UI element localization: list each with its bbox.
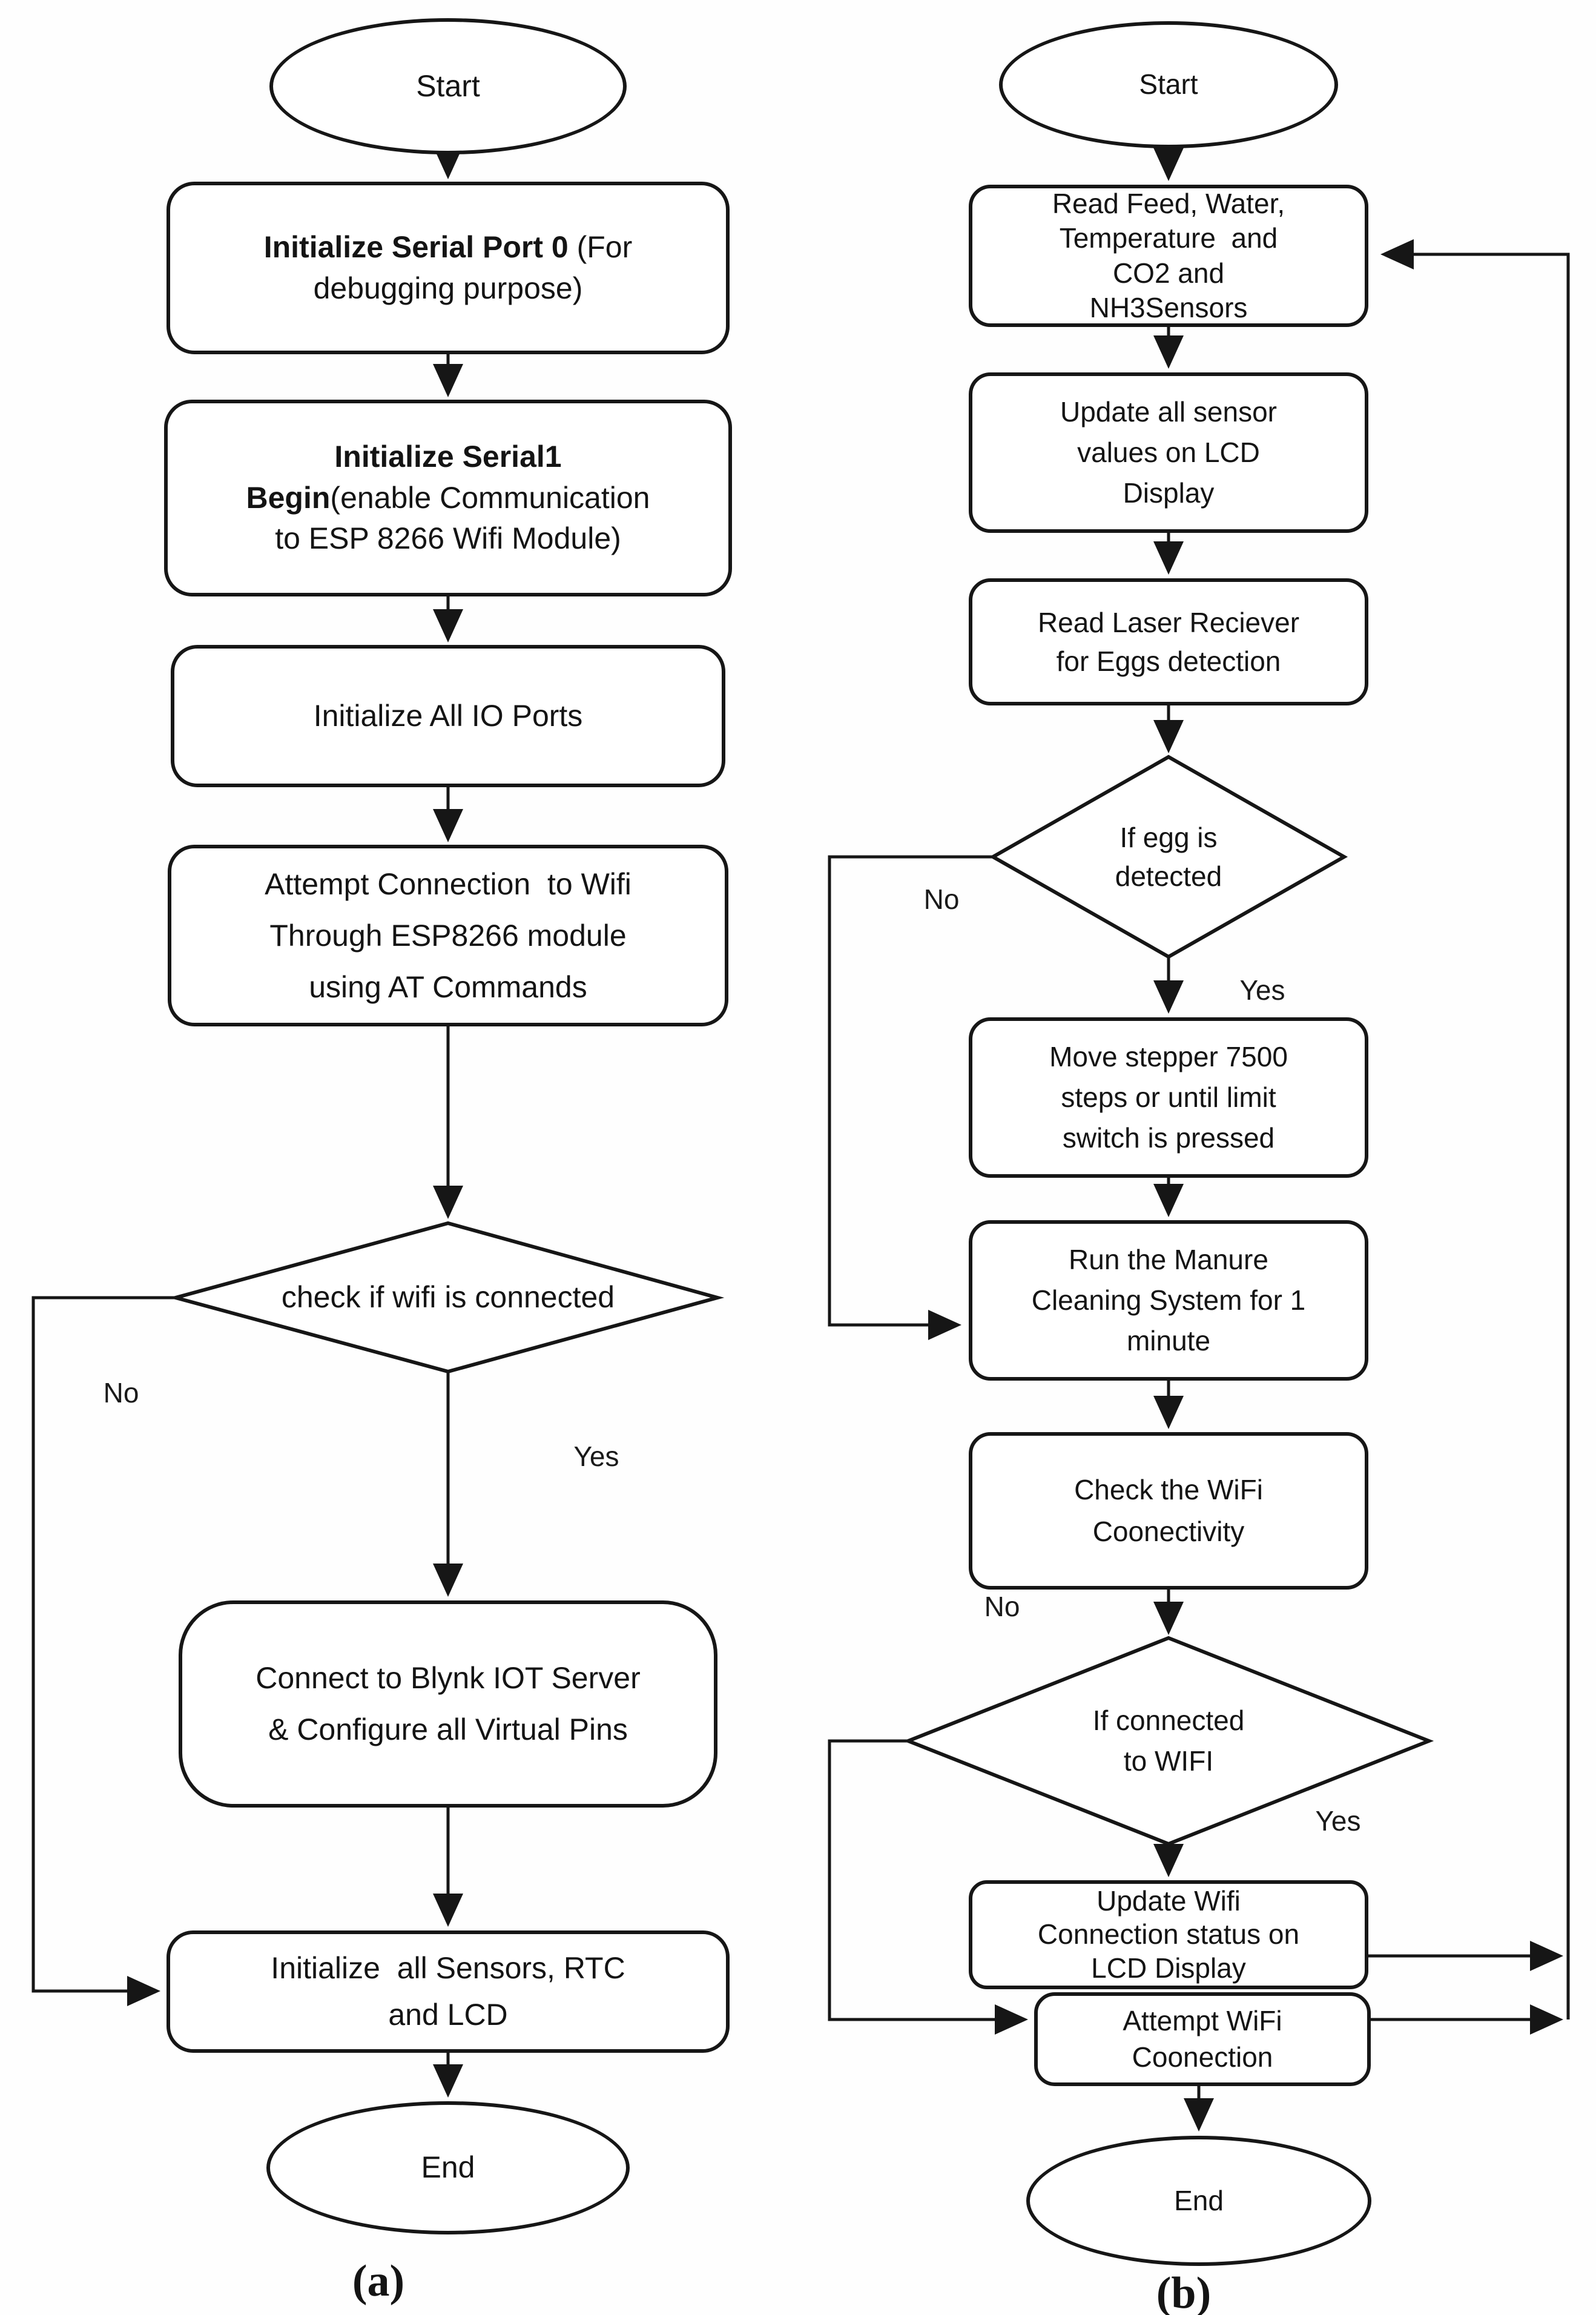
decision-b-wifi-label: If connected to WIFI [1092, 1705, 1245, 1777]
node-b-check-wifi: Check the WiFi Coonectivity [969, 1432, 1368, 1590]
node-a-connect-blynk: Connect to Blynk IOT Server & Configure … [179, 1600, 717, 1808]
node-a-attempt-wifi: Attempt Connection to Wifi Through ESP82… [168, 845, 728, 1026]
node-b-read-sensors: Read Feed, Water, Temperature and CO2 an… [969, 185, 1368, 327]
line-b-feedback-trunk-to-read [1380, 239, 1570, 2019]
node-a-end: End [266, 2101, 630, 2234]
node-b-run-manure: Run the Manure Cleaning System for 1 min… [969, 1220, 1368, 1381]
label-a-yes: Yes [573, 1441, 619, 1472]
decision-b-wifi-shape [903, 1636, 1434, 1846]
node-b-end: End [1026, 2136, 1371, 2266]
node-b-start: Start [999, 21, 1338, 148]
label-b-wifi-no: No [984, 1591, 1020, 1622]
node-b-read-laser: Read Laser Reciever for Eggs detection [969, 578, 1368, 705]
label-b-wifi-yes: Yes [1315, 1805, 1361, 1837]
node-a-start: Start [269, 18, 627, 154]
node-a-init-serial1: Initialize Serial1 Begin(enable Communic… [164, 400, 732, 596]
decision-a-check-wifi-label: check if wifi is connected [281, 1280, 615, 1314]
decision-a-check-wifi-shape [168, 1221, 725, 1374]
label-b-egg-no: No [923, 883, 960, 915]
node-b-update-lcd: Update all sensor values on LCD Display [969, 372, 1368, 533]
label-b-egg-yes: Yes [1239, 974, 1285, 1006]
node-b-move-stepper: Move stepper 7500 steps or until limit s… [969, 1017, 1368, 1178]
line-b-wifi-no-to-attempt [828, 1739, 1028, 2035]
caption-b: (b) [1156, 2268, 1212, 2315]
caption-a: (a) [352, 2256, 405, 2306]
node-b-attempt-conn: Attempt WiFi Coonection [1034, 1992, 1371, 2086]
node-b-update-status: Update Wifi Connection status on LCD Dis… [969, 1880, 1368, 1989]
line-a-decision-no-to-sensors [31, 1296, 176, 2006]
node-a-init-serial0: Initialize Serial Port 0 (For debugging … [167, 182, 730, 354]
node-a-init-io: Initialize All IO Ports [171, 645, 725, 787]
decision-b-egg-shape [989, 755, 1348, 959]
label-a-no: No [103, 1377, 139, 1408]
decision-b-egg-label: If egg is detected [1115, 821, 1222, 892]
line-b-egg-no-to-manure [828, 855, 993, 1340]
node-a-init-sensors: Initialize all Sensors, RTC and LCD [167, 1930, 730, 2053]
